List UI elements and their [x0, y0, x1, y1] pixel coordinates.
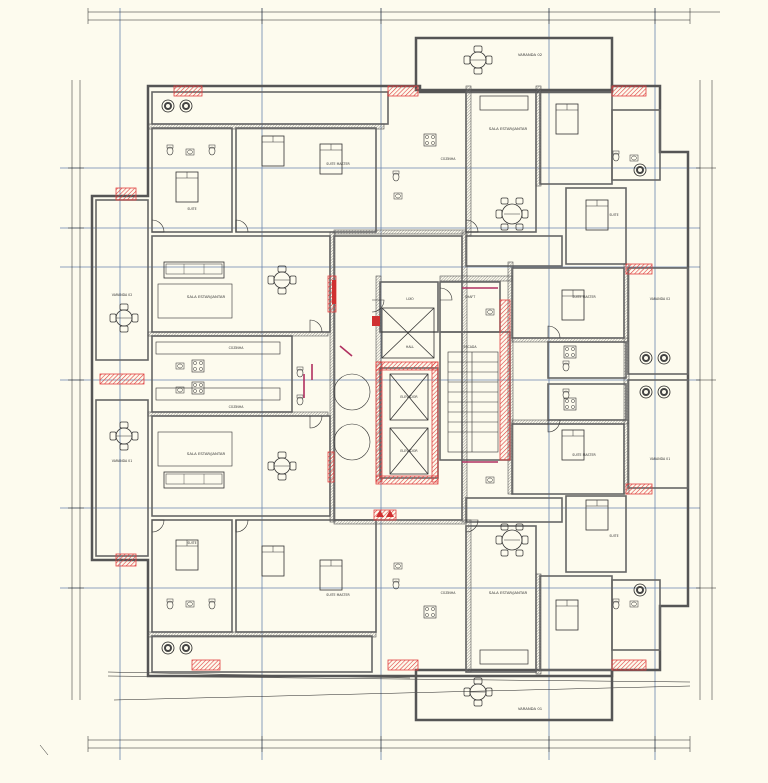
label-suite-ne: SUITE — [609, 213, 618, 217]
label-sala-nw: SALA ESTAR/JANTAR — [187, 294, 226, 299]
label-varanda-e1: VARANDA 02 — [650, 297, 670, 301]
label-sala-ne: SALA ESTAR/JANTAR — [489, 126, 528, 131]
label-cozinha-w1: COZINHA — [229, 346, 245, 350]
label-cozinha-e2: COZINHA — [441, 591, 457, 595]
label-varanda-w2: VARANDA 01 — [112, 459, 132, 463]
fire-markers — [332, 280, 394, 517]
label-cozinha-w2: COZINHA — [229, 405, 245, 409]
room-labels: VARANDA 02 VARANDA 01 VARANDA 02 VARANDA… — [112, 52, 670, 711]
door-swings — [151, 219, 561, 533]
label-shaft: SHAFT — [465, 295, 475, 299]
label-suite-sw: SUITE — [187, 541, 196, 545]
label-hall: HALL — [406, 345, 414, 349]
label-varanda-s: VARANDA 01 — [518, 706, 543, 711]
label-varanda-w1: VARANDA 02 — [112, 293, 132, 297]
accent-lines — [303, 287, 498, 463]
label-suite-master-nw: SUITE MASTER — [326, 162, 350, 166]
elevators — [381, 307, 435, 475]
label-varanda-e2: VARANDA 01 — [650, 457, 670, 461]
label-suite-master-se: SUITE MASTER — [572, 453, 596, 457]
label-escada: ESCADA — [463, 345, 477, 349]
stair — [333, 351, 499, 461]
label-suite-master-sw: SUITE MASTER — [326, 593, 350, 597]
label-varanda-n: VARANDA 02 — [518, 52, 543, 57]
label-sala-se: SALA ESTAR/JANTAR — [489, 590, 528, 595]
label-cozinha-e1: COZINHA — [441, 157, 457, 161]
dimension-ticks — [68, 8, 716, 752]
sofas — [157, 95, 529, 665]
structural-columns — [99, 85, 653, 671]
label-elevador-2: ELEVADOR — [400, 449, 418, 453]
label-suite-se: SUITE — [609, 534, 618, 538]
label-suite-nw: SUITE — [187, 207, 196, 211]
label-lixo: LIXO — [406, 297, 414, 301]
label-elevador-1: ELEVADOR — [400, 395, 418, 399]
label-suite-master-ne: SUITE MASTER — [572, 295, 596, 299]
kitchens — [155, 133, 577, 619]
label-sala-sw: SALA ESTAR/JANTAR — [187, 451, 226, 456]
